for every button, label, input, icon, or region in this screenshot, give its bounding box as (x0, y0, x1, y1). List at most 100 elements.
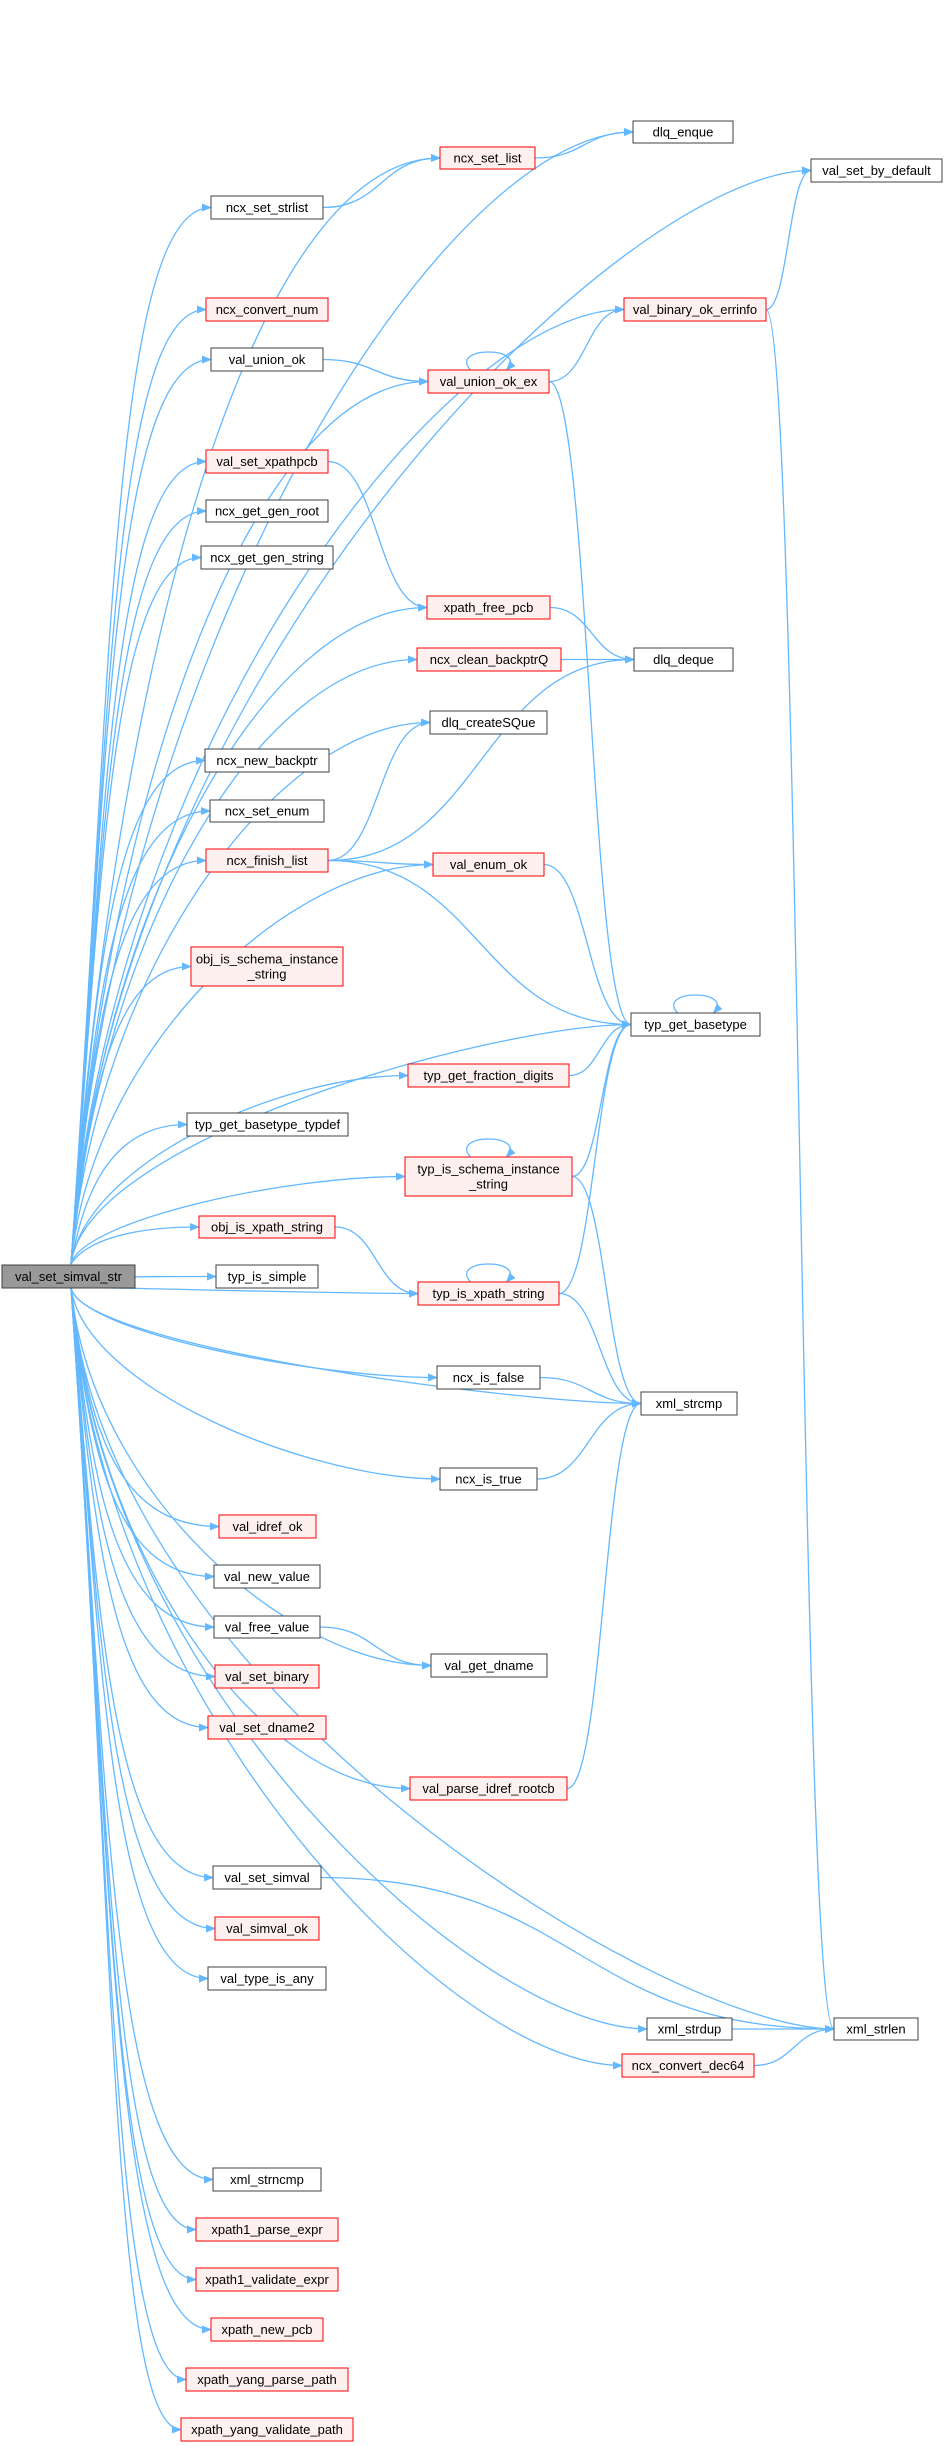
node-xml-strlen[interactable]: xml_strlen (833, 2017, 919, 2041)
node-ncx-set-strlist[interactable]: ncx_set_strlist (210, 195, 324, 220)
node-xml-strncmp[interactable]: xml_strncmp (212, 2167, 322, 2192)
node-label: typ_is_schema_instance (417, 1162, 559, 1177)
edge-root-to-ncx_set_enum (70, 807, 211, 1265)
node-box (190, 946, 344, 987)
node-label: xml_strlen (846, 2022, 905, 2037)
edge-val_free_value-to-val_get_dname (319, 1626, 432, 1670)
edge-root-to-ncx_new_backptr (70, 756, 206, 1265)
edge-root-to-xml_strcmp (70, 1287, 642, 1408)
node-box (207, 1715, 327, 1740)
node-typ-is-xpath-string[interactable]: typ_is_xpath_string (417, 1281, 560, 1306)
node-box (195, 2217, 339, 2242)
node-label: xpath1_validate_expr (205, 2272, 329, 2287)
node-box (630, 1012, 761, 1037)
edge-root-to-xpath1_parse_expr (70, 1287, 197, 2234)
node-ncx-convert-num[interactable]: ncx_convert_num (205, 297, 329, 322)
node-ncx-convert-dec64[interactable]: ncx_convert_dec64 (621, 2053, 755, 2078)
node-xml-strcmp[interactable]: xml_strcmp (640, 1391, 738, 1416)
node-box (205, 499, 329, 523)
node-val-set-binary[interactable]: val_set_binary (214, 1664, 320, 1689)
node-label: val_set_simval (224, 1870, 309, 1885)
edge-root-to-xpath_new_pcb (70, 1287, 212, 2334)
node-box (210, 195, 324, 220)
node-box (427, 369, 550, 394)
node-typ-get-basetype[interactable]: typ_get_basetype (630, 1012, 761, 1037)
node-label: xml_strdup (658, 2022, 722, 2037)
node-ncx-get-gen-root[interactable]: ncx_get_gen_root (205, 499, 329, 523)
node-dlq-deque[interactable]: dlq_deque (633, 647, 734, 672)
node-obj-is-schema-instance-string[interactable]: obj_is_schema_instance_string (190, 946, 344, 987)
node-typ-is-simple[interactable]: typ_is_simple (215, 1264, 319, 1289)
node-label: val_set_simval_str (15, 1269, 123, 1284)
edge-root-to-xml_strdup (70, 1287, 648, 2033)
node-ncx-set-enum[interactable]: ncx_set_enum (209, 799, 325, 823)
node-root[interactable]: val_set_simval_str (1, 1264, 136, 1289)
node-typ-is-schema-instance-string[interactable]: typ_is_schema_instance_string (404, 1156, 573, 1197)
node-box (200, 545, 334, 570)
node-val-set-simval[interactable]: val_set_simval (212, 1865, 322, 1890)
node-label: val_idref_ok (232, 1519, 303, 1534)
edge-typ_is_schema_instance_string-to-typ_is_schema_instance_string (466, 1138, 516, 1158)
node-label: ncx_get_gen_root (215, 504, 319, 519)
node-ncx-set-list[interactable]: ncx_set_list (439, 146, 536, 170)
node-label: typ_get_fraction_digits (423, 1068, 554, 1083)
node-val-union-ok[interactable]: val_union_ok (210, 347, 324, 372)
node-val-type-is-any[interactable]: val_type_is_any (207, 1966, 327, 1991)
edges-layer (70, 128, 835, 2434)
node-val-set-dname2[interactable]: val_set_dname2 (207, 1715, 327, 1740)
node-ncx-is-true[interactable]: ncx_is_true (439, 1467, 538, 1491)
node-xpath1-parse-expr[interactable]: xpath1_parse_expr (195, 2217, 339, 2242)
edge-root-to-val_idref_ok (70, 1287, 220, 1531)
node-ncx-new-backptr[interactable]: ncx_new_backptr (204, 748, 330, 773)
node-val-binary-ok-errinfo[interactable]: val_binary_ok_errinfo (623, 297, 767, 322)
node-ncx-get-gen-string[interactable]: ncx_get_gen_string (200, 545, 334, 570)
node-xpath1-validate-expr[interactable]: xpath1_validate_expr (195, 2267, 339, 2292)
node-label: val_set_dname2 (219, 1720, 314, 1735)
node-label: dlq_createSQue (442, 715, 536, 730)
node-val-new-value[interactable]: val_new_value (213, 1564, 321, 1589)
node-xpath-yang-validate-path[interactable]: xpath_yang_validate_path (180, 2417, 354, 2442)
edge-root-to-val_set_simval (70, 1287, 214, 1882)
node-label: ncx_clean_backptrQ (430, 652, 549, 667)
node-val-simval-ok[interactable]: val_simval_ok (214, 1916, 320, 1941)
node-xpath-yang-parse-path[interactable]: xpath_yang_parse_path (185, 2367, 349, 2392)
node-dlq-enque[interactable]: dlq_enque (632, 120, 734, 144)
node-xpath-new-pcb[interactable]: xpath_new_pcb (210, 2317, 324, 2342)
node-box (407, 1063, 570, 1088)
node-ncx-finish-list[interactable]: ncx_finish_list (205, 848, 329, 873)
node-val-idref-ok[interactable]: val_idref_ok (218, 1514, 317, 1539)
node-box (214, 1664, 320, 1689)
node-val-get-dname[interactable]: val_get_dname (430, 1653, 548, 1678)
node-box (417, 1281, 560, 1306)
node-box (205, 297, 329, 322)
edge-val_union_ok_ex-to-val_binary_ok_errinfo (548, 305, 625, 383)
node-box (646, 2017, 733, 2041)
node-val-set-xpathpcb[interactable]: val_set_xpathpcb (205, 449, 329, 474)
node-obj-is-xpath-string[interactable]: obj_is_xpath_string (198, 1215, 336, 1239)
node-val-enum-ok[interactable]: val_enum_ok (432, 852, 545, 877)
edge-val_union_ok-to-val_union_ok_ex (322, 358, 429, 386)
node-val-free-value[interactable]: val_free_value (213, 1615, 321, 1639)
edge-ncx_is_true-to-xml_strcmp (536, 1399, 642, 1480)
edge-ncx_is_false-to-xml_strcmp (539, 1376, 642, 1408)
node-label: ncx_get_gen_string (210, 550, 323, 565)
node-box (195, 2267, 339, 2292)
node-label: ncx_set_list (454, 151, 522, 166)
node-dlq-createSQue[interactable]: dlq_createSQue (429, 710, 548, 735)
node-typ-get-basetype-typdef[interactable]: typ_get_basetype_typdef (186, 1112, 349, 1137)
node-xml-strdup[interactable]: xml_strdup (646, 2017, 733, 2041)
edge-val_union_ok_ex-to-typ_get_basetype (548, 380, 632, 1029)
edge-ncx_finish_list-to-typ_get_basetype (327, 859, 632, 1029)
node-val-union-ok-ex[interactable]: val_union_ok_ex (427, 369, 550, 394)
node-val-set-by-default[interactable]: val_set_by_default (810, 158, 943, 183)
node-label: val_simval_ok (226, 1921, 308, 1936)
edge-root-to-ncx_is_false (70, 1287, 438, 1382)
edge-root-to-xpath_yang_parse_path (70, 1287, 187, 2384)
node-xpath-free-pcb[interactable]: xpath_free_pcb (426, 595, 551, 620)
node-typ-get-fraction-digits[interactable]: typ_get_fraction_digits (407, 1063, 570, 1088)
node-val-parse-idref-rootcb[interactable]: val_parse_idref_rootcb (409, 1776, 568, 1801)
node-ncx-is-false[interactable]: ncx_is_false (436, 1365, 541, 1390)
node-ncx-clean-backptrQ[interactable]: ncx_clean_backptrQ (416, 647, 562, 672)
node-box (185, 2367, 349, 2392)
